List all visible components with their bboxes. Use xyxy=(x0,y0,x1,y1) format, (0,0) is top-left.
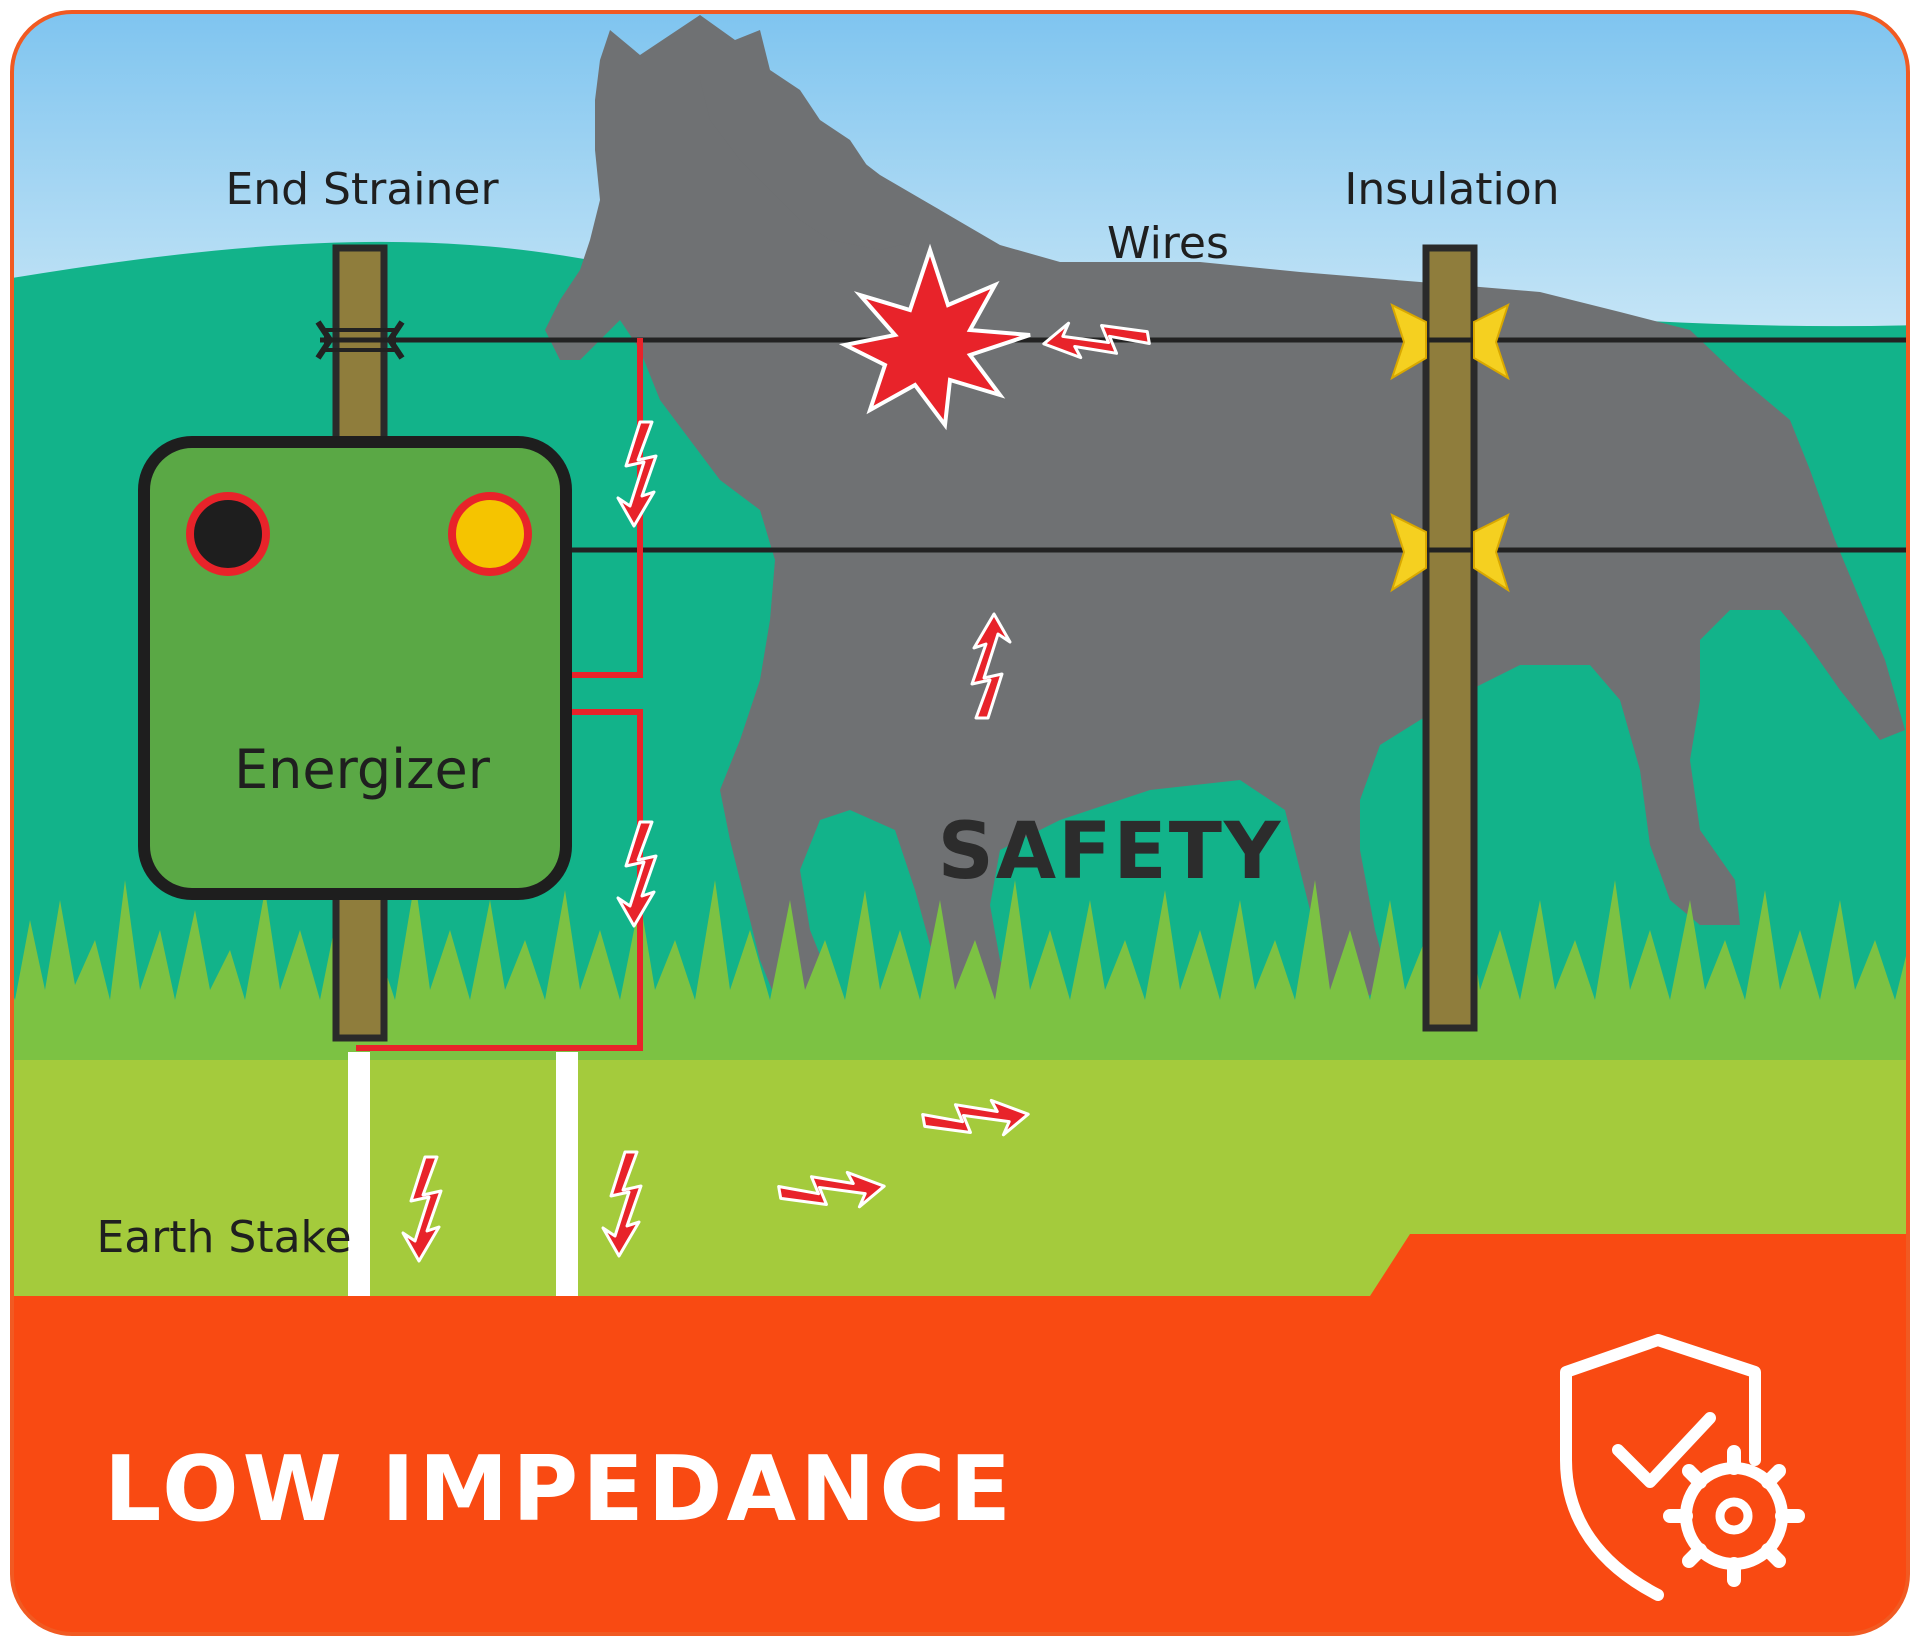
frame-border xyxy=(10,10,1910,1636)
earth-stake-label: Earth Stake xyxy=(96,1212,351,1263)
horse-silhouette xyxy=(545,15,1905,1035)
insulator-bottom-icon xyxy=(1390,513,1510,593)
shock-burst-icon xyxy=(838,243,1031,431)
safety-label: SAFETY xyxy=(938,807,1283,897)
energizer-live-terminal xyxy=(448,492,532,576)
insulation-label: Insulation xyxy=(1344,164,1559,215)
bottom-banner xyxy=(12,1234,1908,1634)
earth-stake-left xyxy=(348,1052,370,1312)
wires-label: Wires xyxy=(1107,218,1229,269)
banner-title: LOW IMPEDANCE xyxy=(104,1437,1015,1542)
earth-stake-right xyxy=(556,1052,578,1312)
horse-mane xyxy=(700,15,940,250)
insulator-top-icon xyxy=(1390,303,1510,381)
energizer-earth-terminal xyxy=(186,492,270,576)
shield-check-gear-icon xyxy=(1560,1334,1805,1601)
energizer-label: Energizer xyxy=(234,738,491,801)
insulation-post xyxy=(1422,244,1478,1032)
end-strainer-label: End Strainer xyxy=(225,164,499,215)
strainer-clamp-icon xyxy=(315,320,405,360)
